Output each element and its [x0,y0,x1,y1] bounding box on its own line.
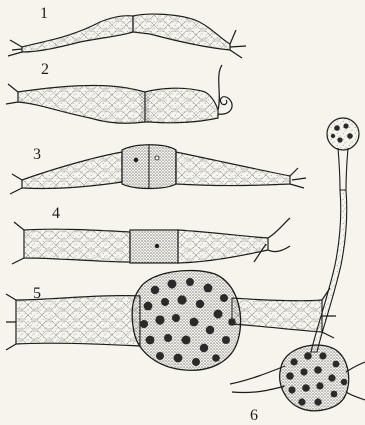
figure-3-hyphae [10,145,306,194]
figure-6-germinating-zygospore [230,118,365,411]
figure-2-hyphae [6,65,232,123]
zygospore-figure-5 [132,270,241,370]
figure-4-hyphae [12,218,290,264]
figure-label-1: 1 [40,6,48,22]
figure-label-4: 4 [52,206,60,222]
figure-label-3: 3 [33,147,41,163]
figure-label-6: 6 [250,408,258,424]
figure-label-5: 5 [33,286,41,302]
figure-label-2: 2 [41,62,49,78]
